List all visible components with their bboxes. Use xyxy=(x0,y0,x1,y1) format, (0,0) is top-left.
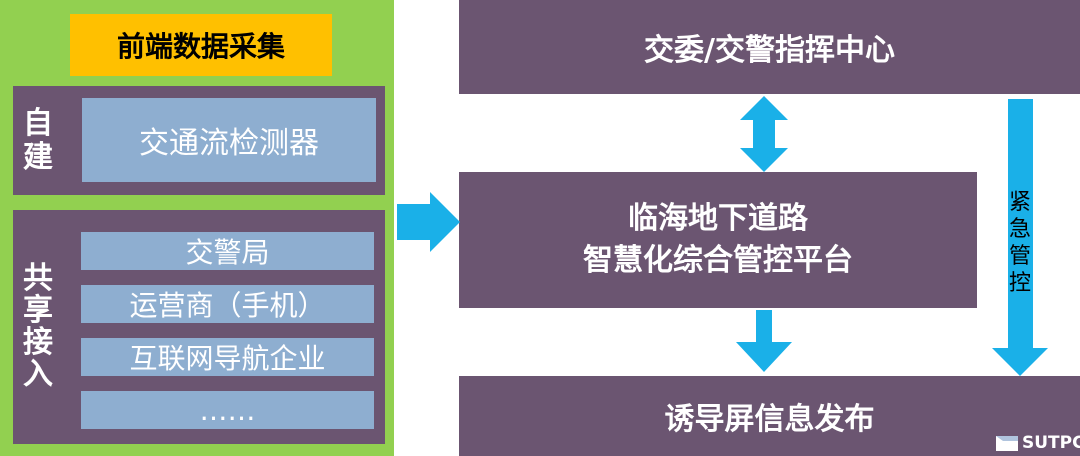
sutpc-logo-text: SUTPC xyxy=(1022,433,1080,453)
command-center-box: 交委/交警指挥中心 xyxy=(459,0,1080,94)
shared-access-label: 共 享 接 入 xyxy=(14,210,62,444)
platform-title-line2: 智慧化综合管控平台 xyxy=(583,243,853,278)
shared-access-label-char: 共 xyxy=(23,261,53,296)
self-built-label-char: 自 xyxy=(23,105,53,141)
emergency-label-char: 控 xyxy=(1008,271,1031,296)
self-built-label-char: 建 xyxy=(23,139,53,175)
self-built-label: 自 建 xyxy=(14,86,62,195)
data-collection-title: 前端数据采集 xyxy=(70,14,332,76)
sutpc-logo: SUTPC xyxy=(992,432,1080,454)
traffic-detector-box: 交通流检测器 xyxy=(82,98,376,182)
shared-access-label-char: 入 xyxy=(23,357,53,392)
shared-access-label-char: 接 xyxy=(23,325,53,360)
source-traffic-police: 交警局 xyxy=(81,232,374,270)
down-arrow-icon xyxy=(736,310,792,372)
emergency-label-char: 紧 xyxy=(1008,190,1031,215)
right-arrow-icon xyxy=(397,192,460,252)
platform-box: 临海地下道路 智慧化综合管控平台 xyxy=(459,172,977,308)
source-navigation-company: 互联网导航企业 xyxy=(81,338,374,376)
platform-title-line1: 临海地下道路 xyxy=(628,201,808,236)
emergency-label-char: 急 xyxy=(1008,217,1031,242)
emergency-label-char: 管 xyxy=(1008,244,1031,269)
source-telecom-operator: 运营商（手机） xyxy=(81,285,374,323)
sutpc-logo-icon xyxy=(996,436,1018,451)
double-arrow-icon xyxy=(740,96,788,172)
shared-access-label-char: 享 xyxy=(23,293,53,328)
guidance-screen-box: 诱导屏信息发布 xyxy=(459,376,1080,456)
emergency-arrow-icon xyxy=(992,99,1048,376)
source-more: …… xyxy=(81,391,374,429)
emergency-control-label: 紧 急 管 控 xyxy=(1006,178,1034,308)
